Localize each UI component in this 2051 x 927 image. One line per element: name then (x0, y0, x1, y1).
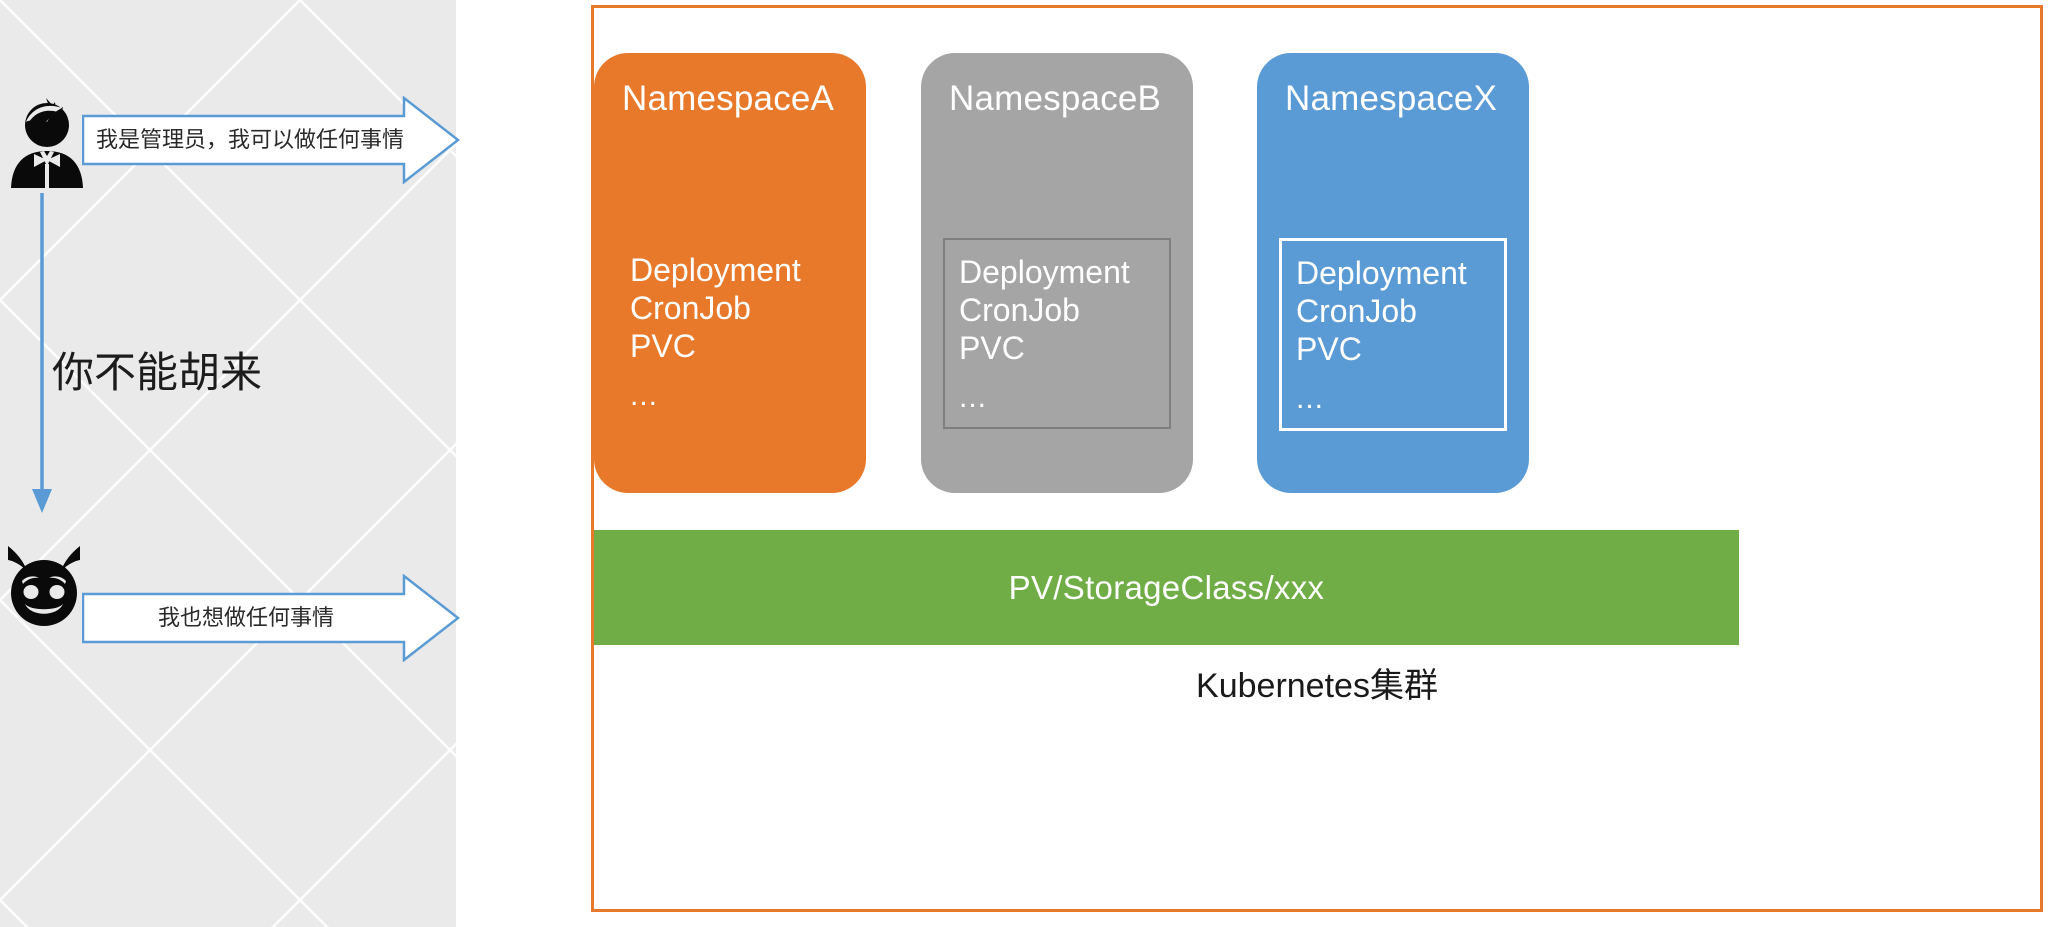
cluster-footer-label: Kubernetes集群 (1196, 667, 1438, 705)
namespace-a-title: NamespaceA (622, 79, 835, 118)
namespace-card-b[interactable]: NamespaceB Deployment CronJob PVC ... (921, 53, 1193, 493)
storage-layer-bar[interactable]: PV/StorageClass/xxx (594, 530, 1739, 645)
attacker-banner-label: 我也想做任何事情 (157, 605, 334, 630)
namespace-card-a[interactable]: NamespaceA Deployment CronJob PVC ... (594, 53, 866, 493)
attacker-banner-arrow (82, 574, 460, 662)
downward-arrow (28, 193, 56, 514)
resource-deployment: Deployment (630, 252, 801, 288)
resource-cronjob: CronJob (959, 291, 1080, 328)
resource-cronjob: CronJob (630, 289, 751, 326)
namespace-a-resource-list: Deployment CronJob PVC ... (616, 238, 844, 425)
namespace-x-resource-list: Deployment CronJob PVC ... (1279, 238, 1507, 432)
namespace-card-x[interactable]: NamespaceX Deployment CronJob PVC ... (1257, 53, 1529, 493)
resource-pvc: PVC (959, 329, 1025, 366)
resource-pvc: PVC (1296, 330, 1362, 367)
admin-banner-label: 我是管理员，我可以做任何事情 (96, 127, 405, 152)
resource-ellipsis: ... (630, 379, 659, 413)
namespace-b-title: NamespaceB (949, 79, 1162, 118)
resource-deployment: Deployment (1296, 255, 1467, 291)
resource-deployment: Deployment (959, 254, 1130, 290)
kubernetes-cluster-container: NamespaceA Deployment CronJob PVC ... Na… (591, 5, 2043, 912)
admin-banner-arrow (82, 96, 460, 184)
namespace-b-resource-list: Deployment CronJob PVC ... (943, 238, 1171, 430)
namespace-x-title: NamespaceX (1285, 79, 1498, 118)
admin-person-icon (6, 96, 88, 188)
storage-layer-label: PV/StorageClass/xxx (1008, 568, 1325, 606)
devil-face-icon (5, 543, 83, 629)
resource-ellipsis: ... (959, 381, 988, 415)
resource-cronjob: CronJob (1296, 292, 1417, 329)
warning-caption: 你不能胡来 (52, 351, 263, 397)
resource-ellipsis: ... (1296, 382, 1325, 416)
resource-pvc: PVC (630, 327, 696, 364)
